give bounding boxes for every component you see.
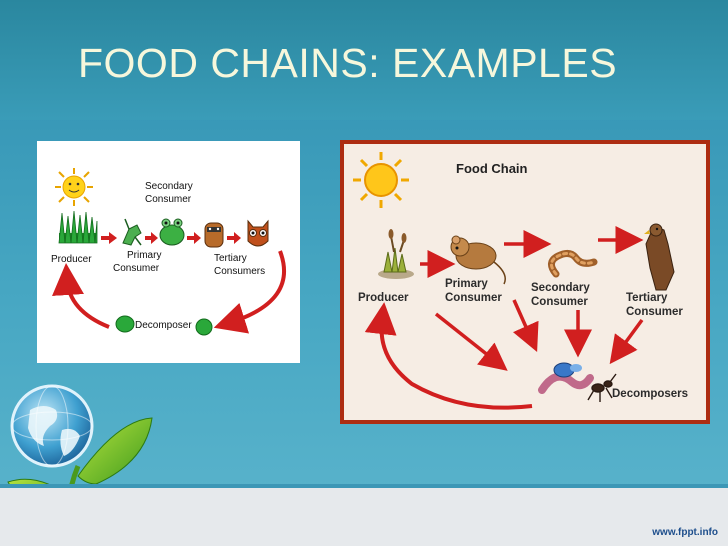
label-producer: Producer bbox=[51, 254, 92, 265]
arrows-to-decomposers bbox=[434, 299, 644, 371]
raccoon-icon bbox=[204, 222, 224, 248]
label-decomposers: Decomposers bbox=[612, 388, 688, 400]
grass-icon bbox=[58, 210, 98, 244]
label-secondary-line2: Consumer bbox=[145, 194, 192, 205]
decomposer-left-icon bbox=[115, 315, 135, 333]
label-secondary-line1: Secondary bbox=[531, 282, 590, 294]
footer-url: www.fppt.info bbox=[652, 527, 718, 538]
chain-arrows bbox=[101, 232, 241, 244]
label-tertiary-line1: Tertiary bbox=[214, 253, 247, 264]
arrow-to-producer bbox=[52, 263, 110, 329]
label-tertiary-line2: Consumer bbox=[626, 306, 683, 318]
plant-icon bbox=[378, 229, 414, 279]
decomposer-right-icon bbox=[195, 318, 213, 336]
footer-divider bbox=[0, 484, 728, 488]
frog-icon bbox=[159, 218, 185, 246]
arrow-to-decomposer bbox=[213, 250, 286, 334]
left-diagram-svg: Secondary Consumer Primary Consumer Tert… bbox=[51, 168, 286, 336]
arrow-to-producer bbox=[364, 302, 533, 410]
snake-icon bbox=[548, 249, 598, 278]
label-decomposer: Decomposer bbox=[135, 320, 192, 331]
label-primary-line1: Primary bbox=[445, 278, 488, 290]
mouse-icon bbox=[450, 235, 506, 285]
right-food-chain-diagram: Food Chain bbox=[340, 140, 710, 424]
label-tertiary-line2: Consumers bbox=[214, 266, 265, 277]
sun-icon bbox=[55, 168, 93, 206]
label-primary-line1: Primary bbox=[127, 250, 161, 261]
chain-arrows bbox=[420, 226, 644, 278]
owl-icon bbox=[247, 219, 269, 247]
label-producer: Producer bbox=[358, 292, 409, 304]
header-band bbox=[0, 0, 728, 120]
grasshopper-icon bbox=[122, 218, 142, 246]
label-secondary-line1: Secondary bbox=[145, 181, 193, 192]
slide-title: FOOD CHAINS: EXAMPLES bbox=[78, 40, 618, 86]
label-primary-line2: Consumer bbox=[113, 263, 160, 274]
decomposers-icon bbox=[538, 362, 617, 402]
diagram-title: Food Chain bbox=[456, 161, 528, 176]
sun-icon bbox=[353, 152, 409, 208]
label-primary-line2: Consumer bbox=[445, 292, 502, 304]
hawk-icon bbox=[644, 223, 675, 291]
label-secondary-line2: Consumer bbox=[531, 296, 588, 308]
label-tertiary-line1: Tertiary bbox=[626, 292, 668, 304]
right-diagram-panel: Food Chain bbox=[344, 144, 706, 420]
right-diagram-svg: Food Chain bbox=[353, 152, 688, 410]
footer-band bbox=[0, 488, 728, 546]
left-food-chain-diagram: Secondary Consumer Primary Consumer Tert… bbox=[37, 141, 300, 363]
